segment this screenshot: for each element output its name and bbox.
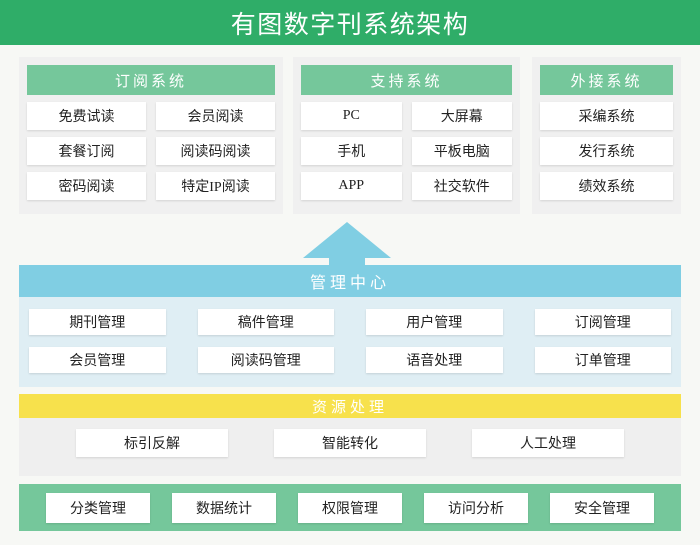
list-item[interactable]: 免费试读 (27, 102, 146, 130)
management-center-items: 期刊管理 稿件管理 用户管理 订阅管理 会员管理 阅读码管理 语音处理 订单管理 (29, 309, 671, 373)
panel-external-header: 外接系统 (540, 65, 673, 95)
list-item[interactable]: 阅读码管理 (197, 347, 334, 373)
list-item[interactable]: 手机 (301, 137, 402, 165)
list-item[interactable]: PC (301, 102, 402, 130)
list-item[interactable]: APP (301, 172, 402, 200)
list-item[interactable]: 标引反解 (76, 429, 228, 457)
resource-processing-header: 资源处理 (19, 394, 681, 418)
page-title-banner: 有图数字刊系统架构 (0, 0, 700, 45)
list-item[interactable]: 安全管理 (550, 492, 654, 523)
list-item[interactable]: 数据统计 (172, 492, 276, 523)
panel-subscription-header: 订阅系统 (27, 65, 275, 95)
list-item[interactable]: 采编系统 (540, 102, 673, 130)
resource-processing-items: 标引反解 智能转化 人工处理 (29, 429, 671, 457)
top-systems-row: 订阅系统 免费试读 会员阅读 套餐订阅 阅读码阅读 密码阅读 特定IP阅读 支持… (19, 57, 681, 214)
list-item[interactable]: 订单管理 (534, 347, 671, 373)
panel-subscription-items: 免费试读 会员阅读 套餐订阅 阅读码阅读 密码阅读 特定IP阅读 (27, 102, 275, 200)
panel-support-items: PC 大屏幕 手机 平板电脑 APP 社交软件 (301, 102, 512, 200)
page-title: 有图数字刊系统架构 (230, 11, 470, 39)
panel-support-header: 支持系统 (301, 65, 512, 95)
list-item[interactable]: 密码阅读 (27, 172, 146, 200)
list-item[interactable]: 分类管理 (46, 492, 150, 523)
management-center-header: 管理中心 (19, 265, 681, 297)
panel-support-system: 支持系统 PC 大屏幕 手机 平板电脑 APP 社交软件 (293, 57, 520, 214)
list-item[interactable]: 发行系统 (540, 137, 673, 165)
list-item[interactable]: 特定IP阅读 (156, 172, 275, 200)
arrow-up-icon (303, 222, 391, 272)
list-item[interactable]: 套餐订阅 (27, 137, 146, 165)
list-item[interactable]: 权限管理 (298, 492, 402, 523)
section-resource-processing: 资源处理 标引反解 智能转化 人工处理 (19, 394, 681, 476)
section-platform-services: 分类管理 数据统计 权限管理 访问分析 安全管理 (19, 484, 681, 531)
list-item[interactable]: 语音处理 (366, 347, 503, 373)
panel-external-items: 采编系统 发行系统 绩效系统 (540, 102, 673, 200)
list-item[interactable]: 期刊管理 (29, 309, 166, 335)
list-item[interactable]: 稿件管理 (197, 309, 334, 335)
list-item[interactable]: 大屏幕 (411, 102, 512, 130)
list-item[interactable]: 社交软件 (411, 172, 512, 200)
list-item[interactable]: 访问分析 (424, 492, 528, 523)
list-item[interactable]: 用户管理 (366, 309, 503, 335)
list-item[interactable]: 人工处理 (472, 429, 624, 457)
list-item[interactable]: 阅读码阅读 (156, 137, 275, 165)
panel-subscription-system: 订阅系统 免费试读 会员阅读 套餐订阅 阅读码阅读 密码阅读 特定IP阅读 (19, 57, 283, 214)
list-item[interactable]: 平板电脑 (411, 137, 512, 165)
list-item[interactable]: 智能转化 (274, 429, 426, 457)
list-item[interactable]: 会员阅读 (156, 102, 275, 130)
section-management-center: 管理中心 期刊管理 稿件管理 用户管理 订阅管理 会员管理 阅读码管理 语音处理… (19, 265, 681, 387)
panel-external-system: 外接系统 采编系统 发行系统 绩效系统 (532, 57, 681, 214)
list-item[interactable]: 绩效系统 (540, 172, 673, 200)
list-item[interactable]: 订阅管理 (534, 309, 671, 335)
list-item[interactable]: 会员管理 (29, 347, 166, 373)
